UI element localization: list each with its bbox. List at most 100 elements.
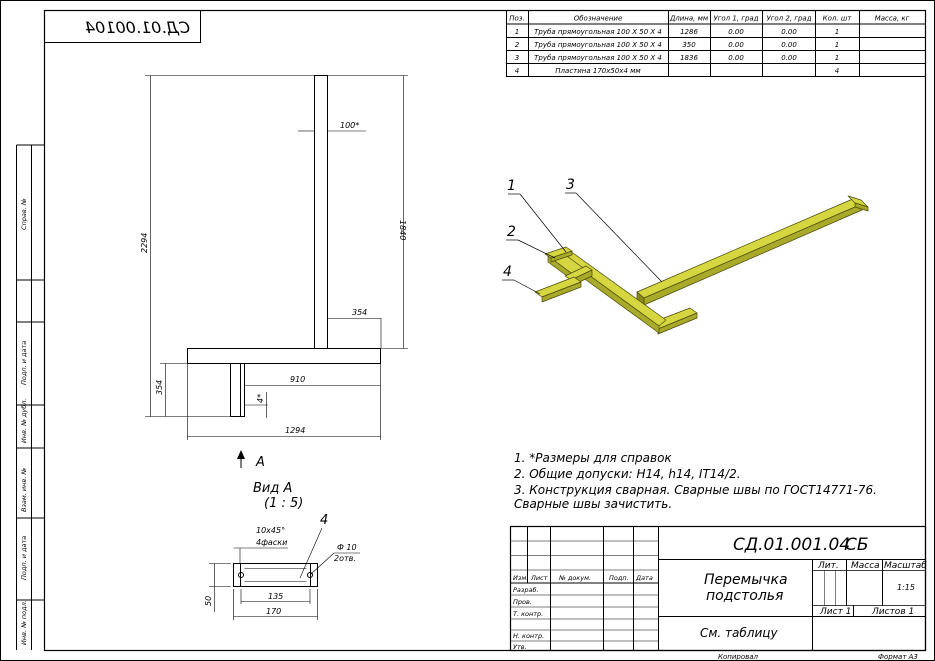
copied-label: Копировал (718, 653, 759, 661)
hole-left (238, 572, 244, 578)
dim-phi10: Ф 10 (337, 543, 357, 552)
bom-header-6: Масса, кг (875, 15, 910, 23)
view-a-scale: (1 : 5) (264, 496, 303, 511)
bom-cell-1-2: 350 (682, 41, 696, 49)
drawing-code: СД.01.001.04 (733, 535, 850, 555)
iso-view (534, 195, 869, 335)
iso-member-3-top (636, 197, 863, 299)
dim-1840: 1840 (398, 220, 407, 240)
drawing-suffix: СБ (845, 535, 869, 555)
dim-4: 4* (256, 394, 265, 403)
drawing-name-2: подстолья (706, 588, 783, 604)
dim-chamfer-count: 4фаски (256, 538, 287, 547)
rev-header-4: Дата (635, 574, 653, 582)
mirror-code: СД.01.00104 (85, 18, 190, 37)
dim-170: 170 (266, 607, 281, 616)
rev-header-3: Подп. (609, 574, 629, 582)
strip-label-sprav: Справ. № (20, 198, 28, 230)
sheet-number: Лист 1 (819, 607, 851, 617)
view-a-title: Вид А (253, 481, 292, 496)
dim-2holes: 2отв. (334, 554, 356, 563)
dim-2294: 2294 (140, 233, 149, 253)
bom-header-2: Длина, мм (669, 15, 709, 23)
dim-354-right: 354 (352, 308, 367, 317)
bom-cell-3-0: 4 (515, 67, 519, 75)
role-label-3: Н. контр. (513, 632, 544, 640)
dim-50: 50 (204, 596, 213, 606)
bom-header-3: Угол 1, град (713, 15, 758, 23)
dim-chamfer: 10x45° (256, 526, 285, 535)
strip-label-podp2: Подп. и дата (20, 536, 28, 580)
bom-table: Поз. Обозначение Длина, мм Угол 1, град Угол… (506, 10, 926, 77)
material: См. таблицу (700, 626, 778, 640)
bom-cell-1-0: 2 (515, 41, 520, 49)
bom-header-4: Угол 2, град (766, 15, 811, 23)
bom-cell-0-2: 1286 (680, 28, 698, 36)
bom-header-0: Поз. (509, 15, 525, 23)
callout-4: 4 (503, 264, 512, 280)
callout-3: 3 (566, 177, 575, 193)
bom-cell-1-3: 0.00 (728, 41, 744, 49)
notes: 1. *Размеры для справок 2. Общие допуски… (514, 451, 877, 511)
mass-label: Масса (851, 561, 880, 571)
member-stub (230, 363, 245, 417)
bom-cell-0-3: 0.00 (728, 28, 744, 36)
scale-value: 1:15 (897, 583, 915, 592)
format-label: Формат А3 (878, 653, 918, 661)
dim-100: 100* (340, 121, 359, 130)
lit-label: Лит. (817, 561, 839, 571)
inner-frame (43, 9, 927, 652)
role-label-2: Т. контр. (513, 610, 543, 618)
rev-header-1: Лист (530, 574, 548, 582)
side-view: 2294 1840 100* 354 354 910 4* 1294 (140, 75, 408, 470)
dim-354-left: 354 (155, 380, 164, 395)
note-2: 2. Общие допуски: H14, h14, IT14/2. (514, 467, 741, 481)
left-strip: Справ. № Подп. и дата Инв. № дубл. Взам.… (16, 144, 45, 650)
strip-label-podp1: Подп. и дата (20, 341, 28, 385)
role-label-1: Пров. (513, 598, 532, 606)
rev-header-2: № докум. (558, 574, 591, 582)
bom-cell-0-1: Труба прямоугольная 100 X 50 X 4 (534, 28, 662, 36)
strip-label-vzam: Взам. инв. № (20, 468, 28, 512)
note-4: Сварные швы зачистить. (514, 497, 672, 511)
bom-header-1: Обозначение (574, 15, 623, 23)
drawing-name-1: Перемычка (704, 572, 788, 588)
iso-member-3-side (643, 203, 863, 306)
dim-135: 135 (268, 592, 283, 601)
bom-cell-3-1: Пластина 170x50x4 мм (555, 67, 641, 75)
scale-label: Масштаб (884, 561, 927, 571)
bom-cell-2-4: 0.00 (781, 54, 797, 62)
callout-1: 1 (507, 178, 516, 194)
dim-1294: 1294 (285, 426, 305, 435)
strip-label-inv-podl: Инв. № подл. (20, 600, 28, 645)
view-arrow-letter: А (255, 455, 265, 470)
bom-cell-2-0: 3 (515, 54, 519, 62)
member-vertical (314, 75, 328, 349)
note-3: 3. Конструкция сварная. Сварные швы по Г… (514, 483, 877, 497)
bom-cell-1-4: 0.00 (781, 41, 797, 49)
rev-header-0: Изм. (513, 574, 528, 582)
bom-header-5: Кол. шт (823, 15, 853, 23)
bom-cell-2-5: 1 (835, 54, 839, 62)
strip-label-inv-dubl: Инв. № дубл. (20, 399, 28, 443)
bom-cell-1-1: Труба прямоугольная 100 X 50 X 4 (534, 41, 662, 49)
role-label-4: Утв. (513, 643, 527, 651)
bom-cell-2-2: 1836 (680, 54, 698, 62)
dim-910: 910 (290, 375, 305, 384)
view-pos-4: 4 (320, 513, 328, 528)
sheets-count: Листов 1 (871, 607, 914, 617)
bom-cell-3-5: 4 (835, 67, 839, 75)
view-a: Вид А (1 : 5) 10x45° 4фаски 4 Ф 10 2отв.… (204, 481, 360, 620)
iso-callouts: 1 2 3 4 (502, 177, 663, 295)
bom-cell-2-1: Труба прямоугольная 100 X 50 X 4 (534, 54, 662, 62)
member-base (187, 348, 381, 364)
note-1: 1. *Размеры для справок (514, 451, 672, 465)
bom-cell-0-0: 1 (515, 28, 519, 36)
bom-cell-1-5: 1 (835, 41, 839, 49)
hole-right (307, 572, 313, 578)
title-block: СД.01.001.04 СБ Перемычка подстолья См. … (509, 525, 927, 652)
role-label-0: Разраб. (513, 586, 539, 594)
bom-cell-2-3: 0.00 (728, 54, 744, 62)
